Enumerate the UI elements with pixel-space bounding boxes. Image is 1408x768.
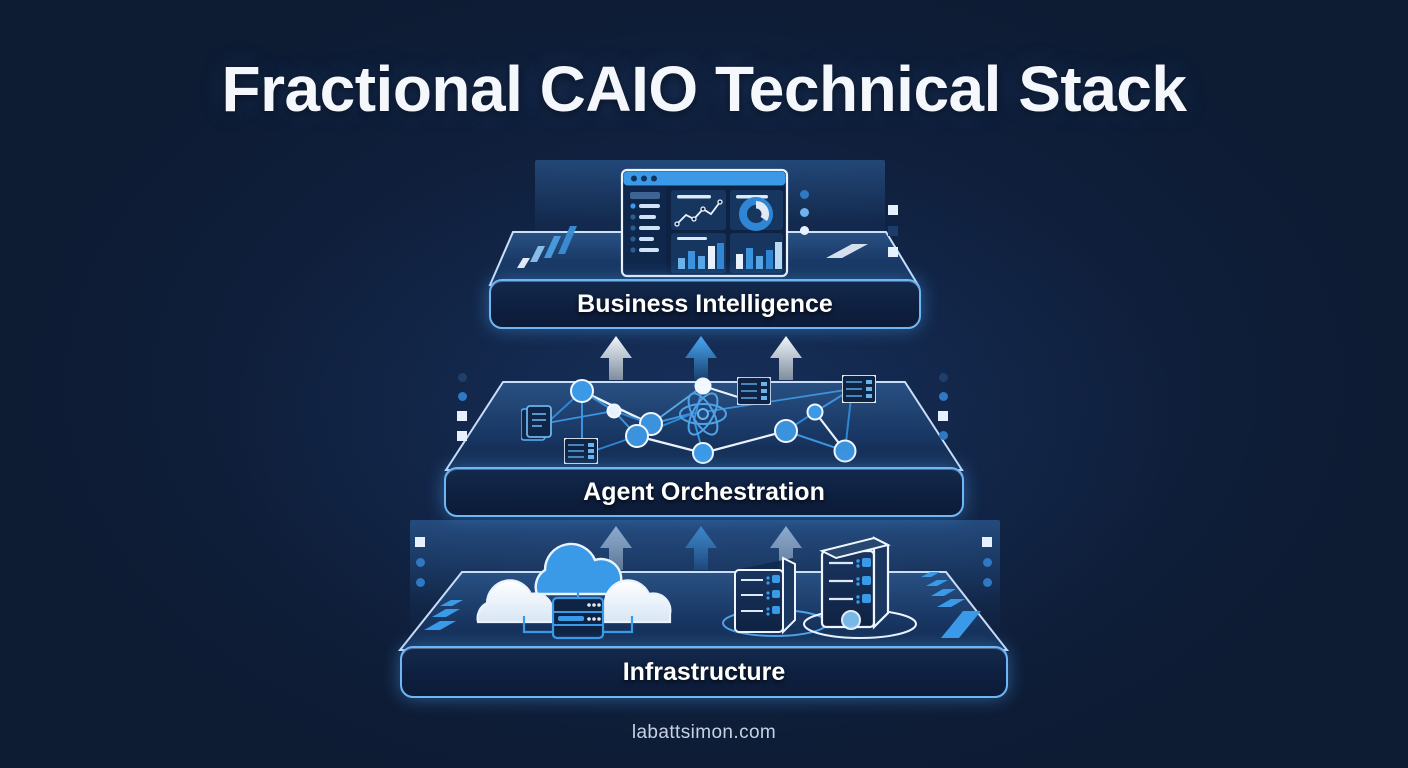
decor-dot bbox=[982, 558, 992, 567]
ao-dot-column-left bbox=[457, 373, 467, 441]
server-tower-icon bbox=[803, 536, 917, 639]
decor-square bbox=[888, 226, 898, 236]
bi-dot-column-right bbox=[800, 172, 809, 235]
decor-dot bbox=[415, 558, 425, 567]
bi-dashboard-window bbox=[620, 168, 789, 278]
decor-square bbox=[888, 205, 898, 215]
server-rack-icon bbox=[841, 374, 877, 408]
ao-dot-column-right bbox=[938, 373, 948, 440]
decor-dot bbox=[800, 190, 809, 199]
bi-square-column-right bbox=[888, 205, 898, 257]
ao-network-graph bbox=[546, 377, 857, 464]
infra-dash-right bbox=[921, 572, 981, 638]
atom-icon bbox=[679, 392, 727, 436]
infra-dash-left bbox=[424, 600, 463, 630]
cloud-icon bbox=[476, 579, 554, 624]
decor-dot bbox=[415, 578, 425, 587]
layer-label-text: Business Intelligence bbox=[577, 289, 833, 318]
decor-square bbox=[888, 247, 898, 257]
decor-dot bbox=[800, 226, 809, 235]
page-title: Fractional CAIO Technical Stack bbox=[221, 53, 1187, 125]
decor-dot bbox=[800, 208, 809, 217]
document-stack-icon bbox=[520, 405, 559, 450]
infra-dot-column-left bbox=[415, 537, 425, 587]
decor-square bbox=[457, 431, 467, 441]
decor-dot bbox=[938, 373, 948, 382]
arrow-up-white bbox=[770, 336, 802, 380]
layer-label-text: Infrastructure bbox=[622, 657, 786, 686]
site-url-footer: labattsimon.com bbox=[631, 722, 777, 743]
arrow-up-blue bbox=[685, 336, 717, 380]
decor-square bbox=[457, 411, 467, 421]
decor-square bbox=[982, 537, 992, 547]
cloud-group bbox=[476, 542, 672, 640]
layer-label-text: Agent Orchestration bbox=[583, 477, 825, 506]
decor-dot bbox=[457, 392, 467, 401]
decor-dot bbox=[938, 392, 948, 401]
decor-square bbox=[938, 411, 948, 421]
decor-square bbox=[415, 537, 425, 547]
layer-label-infrastructure[interactable]: Infrastructure bbox=[400, 646, 1008, 698]
bi-mini-bars bbox=[517, 226, 577, 268]
decor-dot bbox=[800, 172, 809, 181]
decor-dot bbox=[457, 373, 467, 382]
database-server-icon bbox=[551, 596, 605, 640]
decor-dot bbox=[938, 431, 948, 440]
bi-slash-decor bbox=[826, 244, 868, 258]
cloud-icon bbox=[534, 542, 623, 596]
decor-dot bbox=[982, 578, 992, 587]
arrow-up-white bbox=[600, 336, 632, 380]
layer-label-agent-orchestration[interactable]: Agent Orchestration bbox=[444, 467, 964, 517]
layer-label-business-intelligence[interactable]: Business Intelligence bbox=[489, 279, 921, 329]
infra-dot-column-right bbox=[982, 537, 992, 587]
